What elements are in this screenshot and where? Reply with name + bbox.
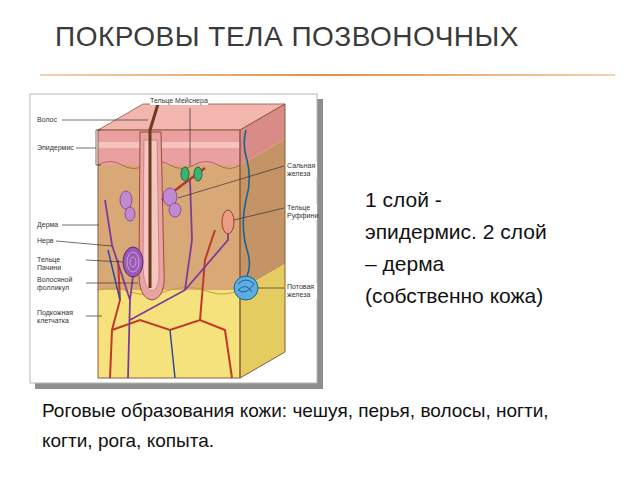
part-label: Потовая железа (287, 283, 317, 299)
skin-block (98, 104, 285, 378)
leader-lines (56, 108, 284, 316)
part-label: Тельце Пачини (37, 256, 85, 272)
part-label: Волосяной фолликул (37, 276, 85, 292)
frame (30, 94, 317, 383)
title-rule (40, 74, 615, 76)
part-label: Дерма (37, 221, 58, 229)
part-label: Тельце Руффини (287, 204, 317, 220)
part-label: Тельце Мейснера (150, 97, 208, 105)
part-label: Эпидермис (37, 144, 74, 152)
slide-title: ПОКРОВЫ ТЕЛА ПОЗВОНОЧНЫХ (55, 20, 519, 54)
part-label: Волос (37, 116, 57, 124)
layers-note: 1 слой - эпидермис. 2 слой – дерма (собс… (365, 184, 555, 312)
part-label: Подкожная клетчатка (37, 309, 85, 325)
part-label: Нерв (37, 237, 54, 245)
part-label: Сальная железа (287, 162, 317, 178)
bottom-note: Роговые образования кожи: чешуя, перья, … (42, 396, 602, 456)
